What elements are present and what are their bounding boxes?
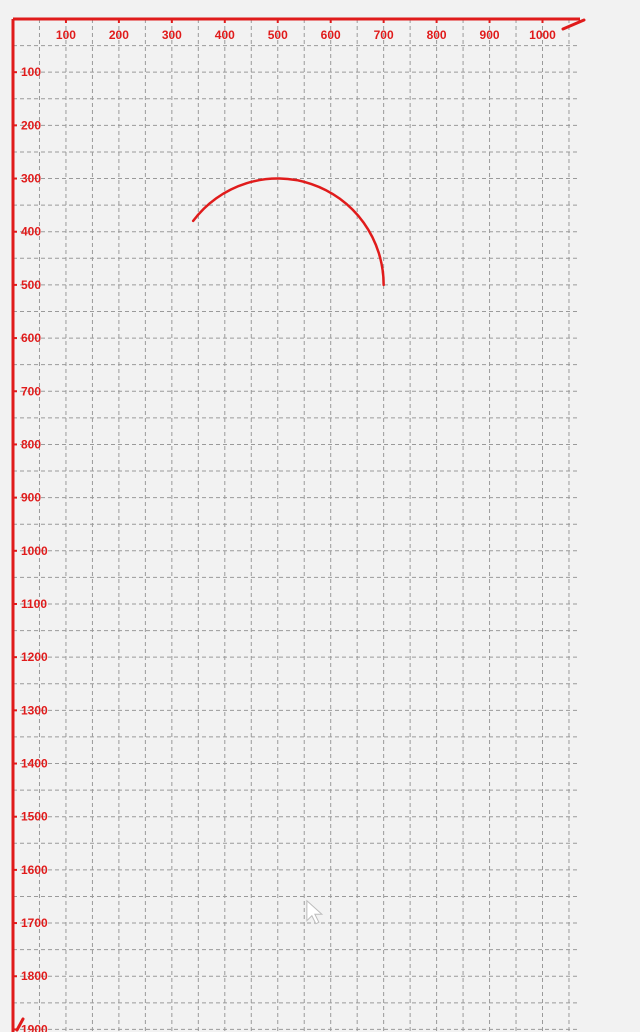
- y-tick-label: 1400: [21, 757, 48, 771]
- x-tick-label: 600: [321, 28, 341, 42]
- x-tick-label: 900: [480, 28, 500, 42]
- y-tick-label: 600: [21, 331, 41, 345]
- x-tick-label: 100: [56, 28, 76, 42]
- x-tick-label: 1000: [529, 28, 556, 42]
- x-tick-label: 500: [268, 28, 288, 42]
- grid-lines: [13, 19, 580, 1032]
- y-tick-label: 1300: [21, 703, 48, 717]
- x-axis-tick-labels: 100 200 300 400 500 600 700 800 900 1000: [56, 19, 556, 42]
- mouse-pointer-icon: [306, 899, 324, 925]
- x-tick-label: 800: [427, 28, 447, 42]
- y-tick-label: 1600: [21, 863, 48, 877]
- y-tick-label: 1500: [21, 810, 48, 824]
- x-tick-label: 400: [215, 28, 235, 42]
- y-tick-label: 100: [21, 65, 41, 79]
- x-tick-label: 200: [109, 28, 129, 42]
- x-tick-label: 300: [162, 28, 182, 42]
- y-tick-label: 200: [21, 118, 41, 132]
- y-tick-label: 1100: [21, 597, 47, 611]
- y-tick-label: 900: [21, 491, 41, 505]
- y-tick-label: 500: [21, 278, 41, 292]
- y-tick-label: 1200: [21, 650, 48, 664]
- x-tick-label: 700: [374, 28, 394, 42]
- y-tick-label: 1800: [21, 969, 48, 983]
- x-axis-arrow-icon: [561, 18, 586, 31]
- y-tick-label: 1700: [21, 916, 48, 930]
- red-arc: [191, 177, 385, 287]
- y-tick-label: 300: [21, 172, 41, 186]
- axes: [11, 17, 586, 1032]
- y-tick-label: 700: [21, 384, 41, 398]
- y-axis-arrow-icon: [15, 1017, 25, 1032]
- y-tick-label: 1000: [21, 544, 48, 558]
- y-tick-label: 400: [21, 225, 41, 239]
- mouse-pointer-shape: [306, 899, 324, 925]
- y-tick-label: 800: [21, 437, 41, 451]
- y-tick-label: 1900: [21, 1022, 48, 1032]
